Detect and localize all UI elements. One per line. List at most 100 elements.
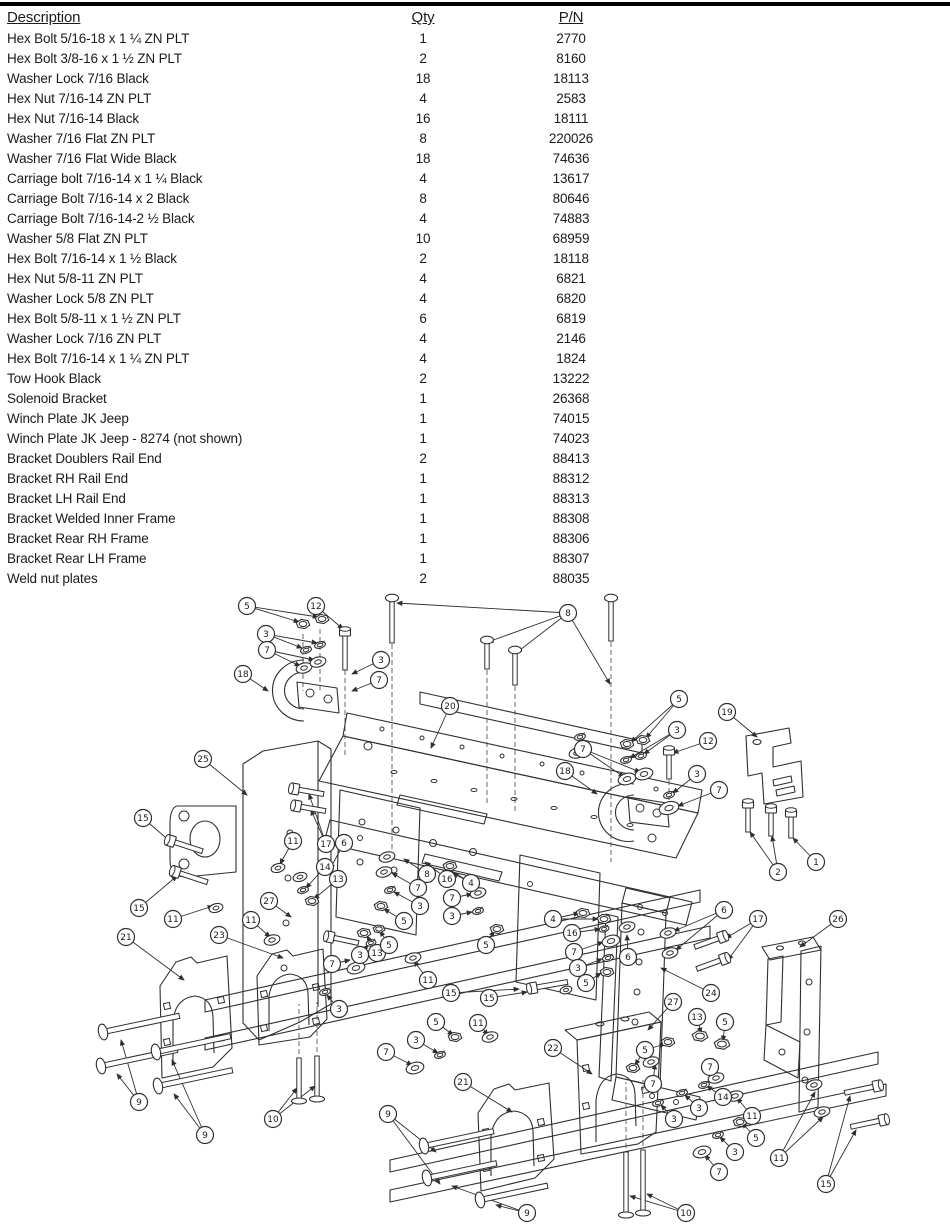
fastener-washer — [559, 985, 573, 995]
row-pn: 88307 — [552, 551, 590, 566]
row-qty: 1 — [419, 551, 427, 566]
square-hole — [259, 1023, 269, 1033]
parts-table-header: Description Qty P/N — [7, 7, 667, 29]
callout-bubble: 21 — [453, 1072, 473, 1092]
hole — [805, 978, 813, 986]
fastener-boltv — [507, 645, 523, 686]
hex-nut-icon — [713, 1038, 731, 1050]
hole — [803, 1028, 811, 1036]
hole — [579, 770, 585, 776]
callout-number: 3 — [671, 1115, 677, 1125]
fastener-nut — [691, 1030, 709, 1042]
lock-washer-icon — [384, 885, 396, 894]
bolt-shaft — [512, 650, 518, 686]
lock-washer-icon — [300, 645, 312, 654]
callout-number: 11 — [167, 915, 178, 925]
washer-icon — [617, 772, 637, 786]
fastener-lock — [598, 924, 610, 933]
row-description: Tow Hook Black — [7, 371, 101, 386]
row-qty: 1 — [419, 431, 427, 446]
fastener-lock — [297, 885, 309, 894]
hole — [633, 988, 641, 996]
row-qty: 1 — [419, 31, 427, 46]
callout-number: 17 — [320, 840, 331, 850]
washer-icon — [658, 800, 680, 816]
lock-washer-icon — [635, 751, 647, 760]
callout-number: 4 — [550, 915, 556, 925]
tow-hook-top — [271, 659, 305, 722]
fastener-nut — [599, 966, 615, 978]
hole — [527, 881, 533, 887]
fastener-nut — [356, 927, 372, 939]
fastener-washer — [309, 656, 327, 668]
square-hole — [216, 995, 226, 1005]
fastener-bolth — [849, 1113, 891, 1130]
carriage-bolt-shaft — [640, 1149, 646, 1213]
callout-bubble: 3 — [406, 1030, 426, 1050]
hole — [379, 726, 385, 732]
row-qty: 2 — [419, 251, 427, 266]
washer-icon — [634, 767, 654, 781]
hex-nut-icon — [489, 923, 505, 935]
washer-icon — [378, 851, 396, 863]
callout-bubble: 19 — [717, 702, 737, 722]
hex-nut-icon — [619, 738, 635, 750]
callout-leader — [119, 1039, 140, 1103]
callout-bubble: 27 — [663, 992, 683, 1012]
row-pn: 6821 — [556, 271, 586, 286]
callout-bubble: 15 — [479, 988, 499, 1008]
callout-bubble: 16 — [562, 923, 582, 943]
fastener-washer — [805, 1079, 823, 1091]
callout-bubble: 3 — [371, 650, 391, 670]
fastener-lock — [663, 790, 675, 799]
callout-bubble: 7 — [709, 780, 729, 800]
callout-bubble: 5 — [237, 596, 257, 616]
row-pn: 80646 — [552, 191, 590, 206]
row-description: Bracket Doublers Rail End — [7, 451, 162, 466]
washer-icon — [270, 862, 286, 874]
callout-number: 5 — [676, 695, 682, 705]
bracket-doubler-left — [159, 955, 233, 1079]
hole — [595, 1021, 605, 1027]
hex-nut-icon — [314, 613, 330, 625]
callout-number: 5 — [244, 602, 250, 612]
bolt-shaft — [768, 810, 774, 837]
hole — [647, 833, 657, 843]
callout-bubble: 20 — [440, 696, 460, 716]
fastener-lock — [319, 987, 331, 996]
hole — [797, 940, 807, 946]
callout-number: 24 — [705, 989, 717, 999]
callout-number: 10 — [680, 1209, 692, 1219]
fastener-boltv — [741, 798, 755, 833]
column-header-qty: Qty — [411, 9, 435, 26]
callout-bubble: 12 — [698, 731, 718, 751]
row-qty: 2 — [419, 571, 427, 586]
solenoid-bracket-slot-1 — [772, 775, 793, 787]
row-qty: 1 — [419, 491, 427, 506]
callout-bubble: 17 — [748, 909, 768, 929]
washer-icon — [405, 1061, 425, 1075]
fastener-washer — [405, 1061, 425, 1075]
washer-icon — [208, 902, 224, 914]
fastener-boltv — [784, 807, 798, 839]
square-hole — [581, 1101, 591, 1111]
callout-number: 9 — [524, 1209, 530, 1219]
row-pn: 74883 — [552, 211, 590, 226]
fastener-bolth — [526, 978, 569, 995]
hole — [178, 858, 190, 870]
callout-bubble: 8 — [558, 603, 578, 623]
callout-number: 21 — [457, 1078, 468, 1088]
callout-number: 7 — [716, 1168, 722, 1178]
callout-leader — [246, 605, 319, 619]
callout-bubble: 5 — [379, 935, 399, 955]
callout-leader — [825, 1095, 852, 1185]
callout-bubble: 3 — [664, 1109, 684, 1129]
page-top-rule — [0, 2, 950, 6]
callout-bubble: 7 — [369, 670, 389, 690]
